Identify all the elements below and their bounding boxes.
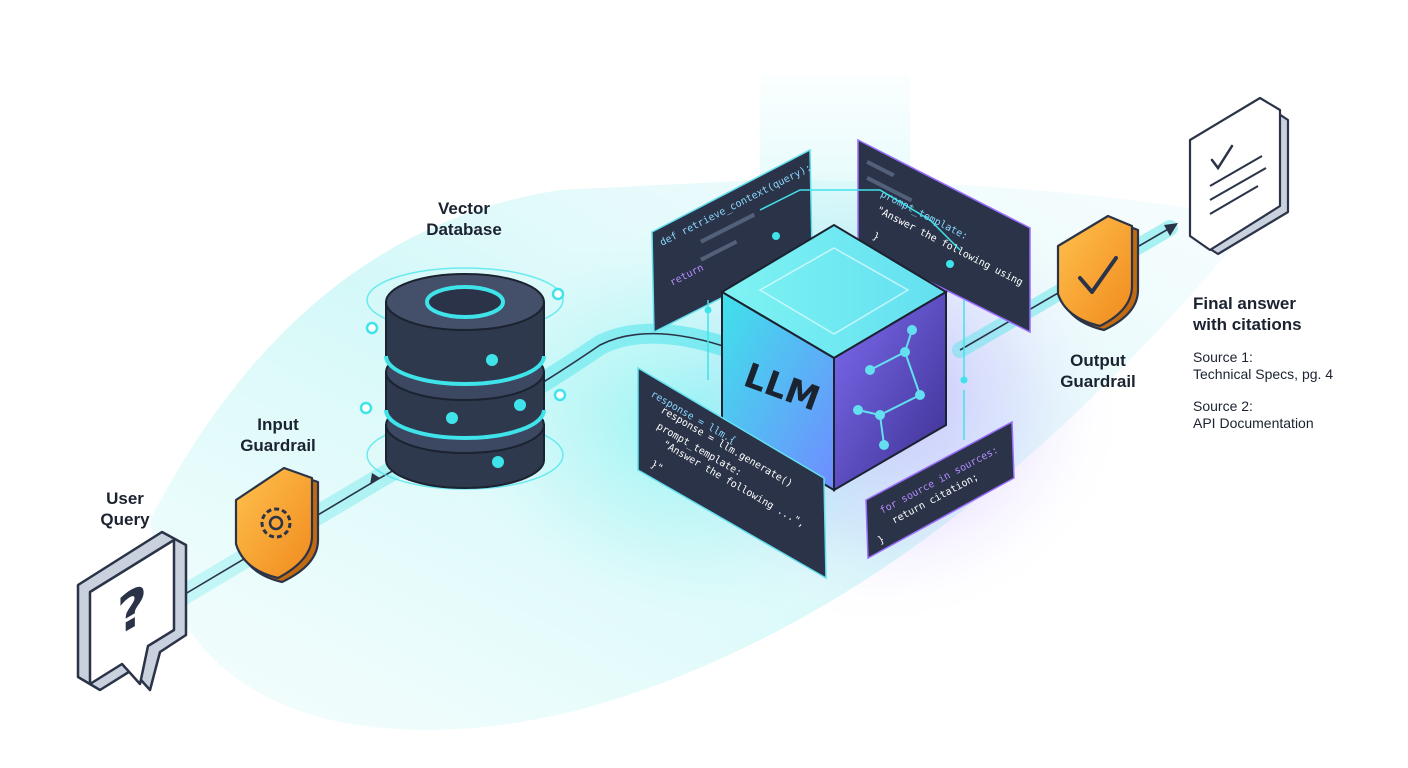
question-bubble-icon: ? [76,530,188,692]
input-guardrail-label: Input Guardrail [228,414,328,456]
final-answer-line2: with citations [1193,315,1302,334]
final-answer-block: Final answer with citations Source 1: Te… [1193,293,1393,432]
document-check-icon [1188,96,1290,256]
code-top-right-line3: } [871,231,881,244]
vector-database-label: Vector Database [414,198,514,240]
source-1-title: Source 1: [1193,349,1253,365]
cube-connectors [707,189,965,440]
code-panel-bottom-left: response = llm.{ response = llm.generate… [637,366,827,580]
source-1-detail: Technical Specs, pg. 4 [1193,366,1334,382]
vector-database-line2: Database [426,220,502,239]
connector-dot [772,232,780,240]
output-guardrail-line2: Guardrail [1060,372,1136,391]
input-guardrail-line2: Guardrail [240,436,316,455]
source-2-title: Source 2: [1193,398,1253,414]
source-2-detail: API Documentation [1193,415,1314,431]
user-query-line1: User [106,489,144,508]
input-guardrail-line1: Input [257,415,299,434]
connector-dot [946,260,954,268]
arrowhead-to-database [370,473,380,485]
code-bottom-left-line5: }" [649,459,665,475]
shield-check-icon [1056,214,1140,332]
arrowhead-to-answer [1164,223,1178,236]
output-guardrail-label: Output Guardrail [1048,350,1148,392]
code-bottom-right-line3: } [876,534,886,547]
shield-gear-icon [234,466,320,584]
database-icon [359,267,567,490]
vector-database-line1: Vector [438,199,490,218]
connector-dot [960,376,968,384]
output-guardrail-line1: Output [1070,351,1126,370]
connector-dot [704,306,712,314]
user-query-line2: Query [100,510,150,529]
user-query-label: User Query [90,488,160,530]
final-answer-line1: Final answer [1193,294,1296,313]
